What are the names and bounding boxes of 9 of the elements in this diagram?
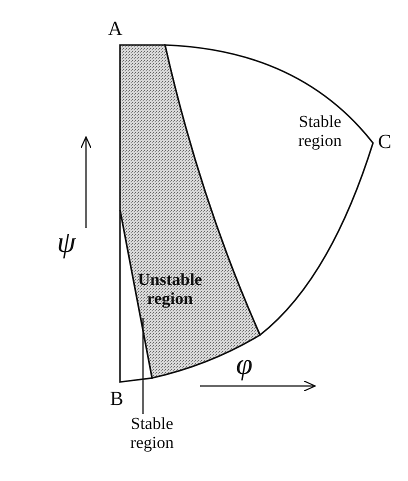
point-label: A — [108, 18, 122, 41]
point-label: B — [110, 388, 124, 411]
region-label: Stable region — [297, 112, 343, 150]
leader-line — [142, 318, 144, 414]
axis-label: φ — [236, 348, 253, 382]
point-label: C — [378, 131, 392, 154]
axis-label: ψ — [57, 226, 76, 260]
region-label: Unstable region — [136, 270, 204, 308]
region-label: Stable region — [129, 414, 175, 452]
